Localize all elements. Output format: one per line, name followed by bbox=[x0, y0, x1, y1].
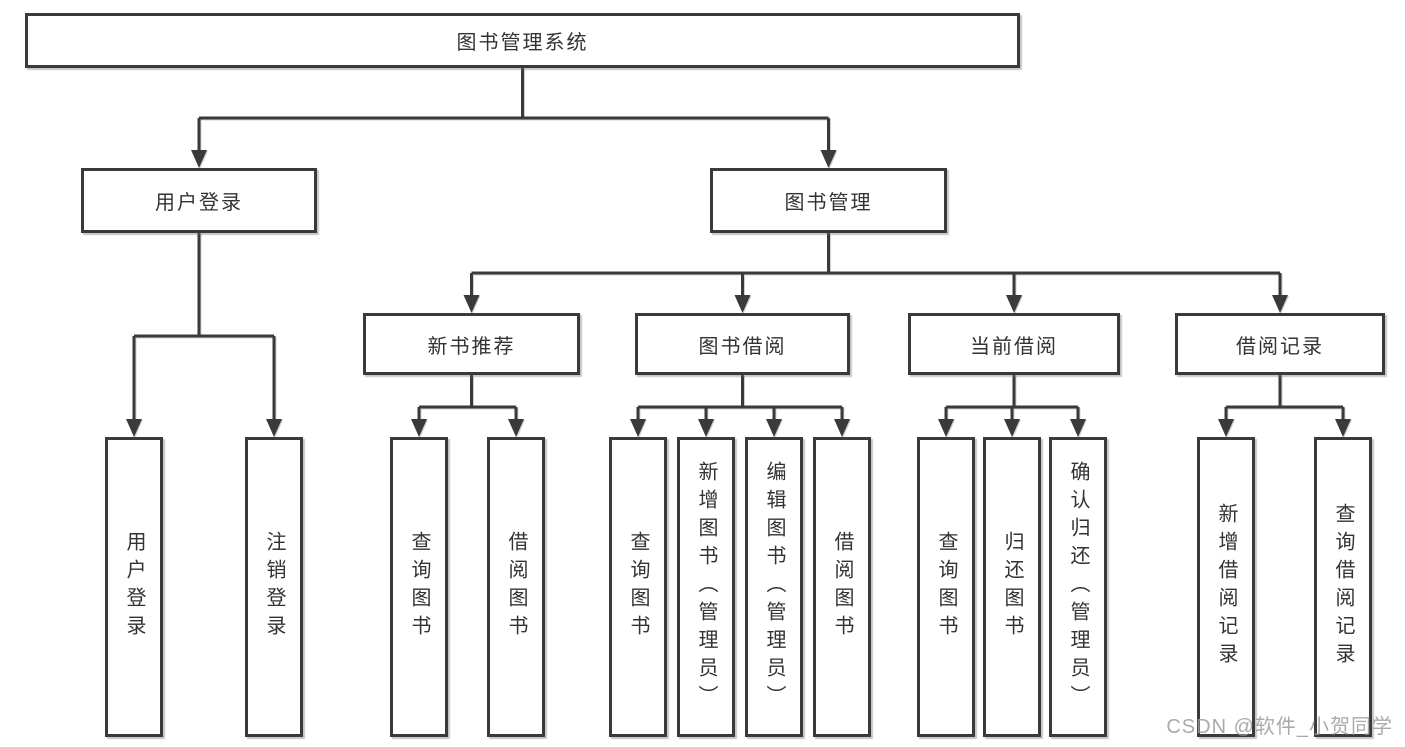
leaf-cb-return-books: 归还图书 bbox=[983, 437, 1041, 737]
leaf-bb-edit-books-admin: 编辑图书（管理员） bbox=[745, 437, 803, 737]
arrow-down-icon bbox=[734, 295, 751, 313]
connector-current-borrow bbox=[938, 375, 1086, 437]
node-book-borrow: 图书借阅 bbox=[635, 313, 850, 375]
arrow-down-icon bbox=[630, 419, 646, 437]
node-borrow-records: 借阅记录 bbox=[1175, 313, 1385, 375]
arrow-down-icon bbox=[191, 150, 207, 168]
leaf-label: 查询图书 bbox=[627, 531, 649, 643]
connector-user-login bbox=[126, 233, 282, 437]
node-label: 当前借阅 bbox=[970, 335, 1058, 358]
leaf-nbr-query-books: 查询图书 bbox=[390, 437, 448, 737]
node-label: 图书借阅 bbox=[698, 335, 787, 358]
connector-borrow-records bbox=[1218, 375, 1351, 437]
node-current-borrow: 当前借阅 bbox=[908, 313, 1120, 375]
node-library-management-system: 图书管理系统 bbox=[25, 13, 1020, 68]
arrow-down-icon bbox=[266, 419, 282, 437]
leaf-nbr-borrow-books: 借阅图书 bbox=[487, 437, 545, 737]
node-label: 用户登录 bbox=[155, 192, 243, 214]
leaf-label: 新增图书（管理员） bbox=[695, 461, 717, 713]
arrow-down-icon bbox=[766, 419, 782, 437]
connector-book-management bbox=[463, 233, 1288, 313]
arrow-down-icon bbox=[1070, 419, 1086, 437]
node-new-book-recommend: 新书推荐 bbox=[363, 313, 580, 375]
leaf-label: 注销登录 bbox=[263, 531, 285, 643]
arrow-down-icon bbox=[126, 419, 142, 437]
leaf-label: 查询图书 bbox=[935, 531, 957, 643]
node-label: 借阅记录 bbox=[1236, 335, 1324, 358]
leaf-bb-borrow-books: 借阅图书 bbox=[813, 437, 871, 737]
node-label: 新书推荐 bbox=[427, 335, 516, 358]
arrow-down-icon bbox=[508, 419, 524, 437]
leaf-bb-query-books: 查询图书 bbox=[609, 437, 667, 737]
leaf-bb-add-books-admin: 新增图书（管理员） bbox=[677, 437, 735, 737]
leaf-label: 用户登录 bbox=[123, 531, 145, 643]
leaf-label: 借阅图书 bbox=[831, 531, 853, 643]
watermark: CSDN @软件_小贺同学 bbox=[1166, 716, 1393, 738]
leaf-label: 借阅图书 bbox=[505, 531, 527, 643]
leaf-logout-login: 注销登录 bbox=[245, 437, 303, 737]
arrow-down-icon bbox=[411, 419, 427, 437]
leaf-label: 编辑图书（管理员） bbox=[763, 461, 785, 713]
node-user-login: 用户登录 bbox=[81, 168, 317, 233]
node-label: 图书管理 bbox=[784, 192, 873, 214]
arrow-down-icon bbox=[1272, 295, 1288, 313]
leaf-br-query-borrow-record: 查询借阅记录 bbox=[1314, 437, 1372, 737]
leaf-cb-query-books: 查询图书 bbox=[917, 437, 975, 737]
leaf-label: 确认归还（管理员） bbox=[1067, 461, 1089, 713]
arrow-down-icon bbox=[834, 419, 850, 437]
arrow-down-icon bbox=[698, 419, 714, 437]
arrow-down-icon bbox=[1004, 419, 1020, 437]
arrow-down-icon bbox=[463, 295, 480, 313]
connector-root bbox=[191, 68, 837, 168]
leaf-cb-confirm-return-admin: 确认归还（管理员） bbox=[1049, 437, 1107, 737]
connector-book-borrow bbox=[630, 375, 850, 437]
arrow-down-icon bbox=[1218, 419, 1234, 437]
leaf-label: 归还图书 bbox=[1001, 531, 1023, 643]
leaf-user-login: 用户登录 bbox=[105, 437, 163, 737]
node-label: 图书管理系统 bbox=[456, 32, 589, 54]
arrow-down-icon bbox=[820, 150, 837, 168]
leaf-label: 查询图书 bbox=[408, 531, 430, 643]
leaf-label: 查询借阅记录 bbox=[1332, 503, 1354, 671]
node-book-management: 图书管理 bbox=[710, 168, 947, 233]
leaf-br-add-borrow-record: 新增借阅记录 bbox=[1197, 437, 1255, 737]
connector-new-book-recommend bbox=[411, 375, 524, 437]
arrow-down-icon bbox=[938, 419, 954, 437]
leaf-label: 新增借阅记录 bbox=[1215, 503, 1237, 671]
arrow-down-icon bbox=[1335, 419, 1351, 437]
arrow-down-icon bbox=[1006, 295, 1022, 313]
